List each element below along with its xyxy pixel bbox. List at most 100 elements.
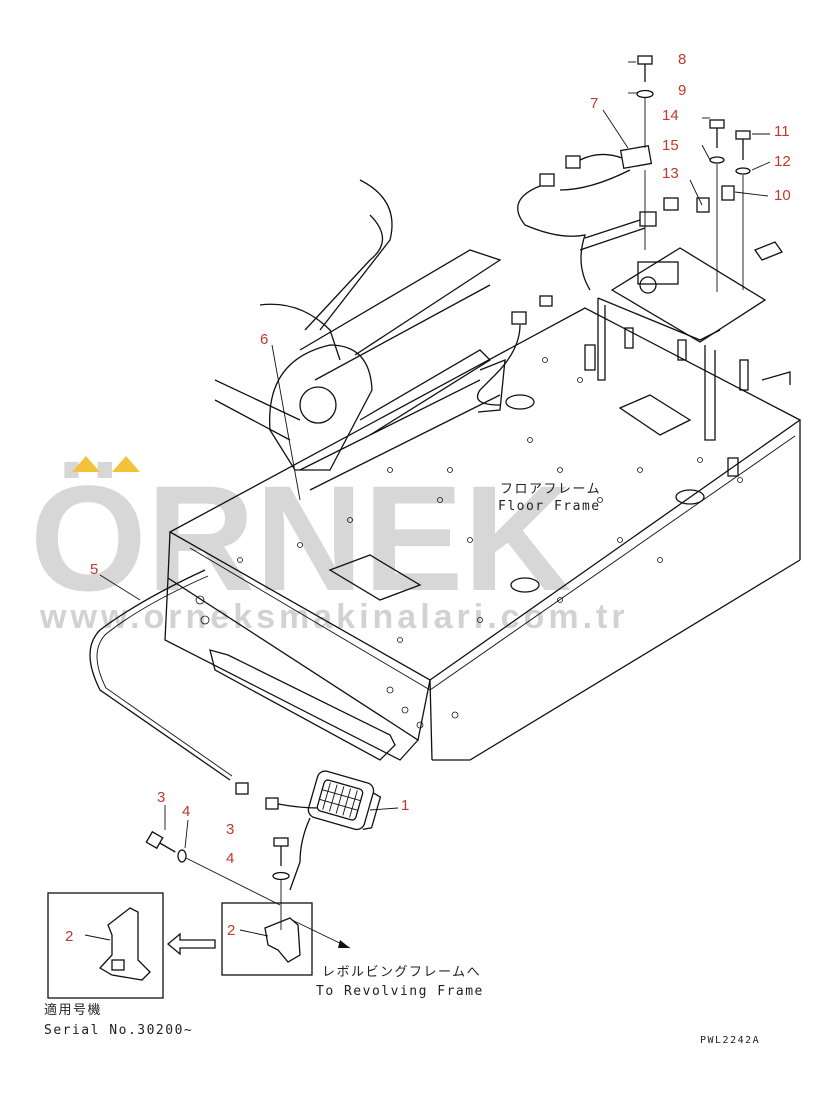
callout-9: 9 <box>678 82 686 99</box>
wire-5 <box>89 569 231 781</box>
harness-plug-e <box>511 311 527 325</box>
bolt-3-side <box>145 830 176 853</box>
floor-frame-corner-edge <box>429 679 433 761</box>
lamp-ground-wire <box>289 817 311 891</box>
floor-opening-front <box>328 554 422 601</box>
washer-9 <box>636 89 654 99</box>
harness-wire-b <box>559 169 631 191</box>
lamp-lead <box>277 803 319 809</box>
callout-3-side: 3 <box>157 789 165 806</box>
bolt-8-head <box>637 55 653 65</box>
washer-15 <box>709 156 725 164</box>
harness-plug-c <box>639 211 657 227</box>
callout-4: 4 <box>226 850 234 867</box>
floor-frame-lower-lip <box>164 577 419 761</box>
harness-plug-d <box>663 197 679 211</box>
washer-12 <box>735 167 751 175</box>
lamp-grille <box>319 782 361 818</box>
annotations: フロアフレーム Floor Frame レボルビングフレームへ To Revol… <box>44 482 759 1046</box>
callout-6: 6 <box>260 331 268 348</box>
callout-11: 11 <box>774 123 790 140</box>
bracket-leg-left <box>597 298 606 381</box>
boom-pin-boss <box>299 386 337 424</box>
bracket-post-a <box>739 359 749 391</box>
callout-3: 3 <box>226 821 234 838</box>
bracket-leg-right <box>704 345 716 441</box>
harness-plug-13 <box>696 197 710 213</box>
bracket-box-new <box>221 902 313 976</box>
boom-outline-c <box>259 303 341 361</box>
rim-line-a <box>189 547 431 691</box>
rim-line-b <box>429 435 796 691</box>
callout-1: 1 <box>401 797 409 814</box>
harness <box>476 144 735 413</box>
boom-arm-mid <box>314 284 491 381</box>
boom-base-lines <box>214 379 301 441</box>
harness-plug-b <box>539 173 555 187</box>
lamp-plug <box>265 797 279 810</box>
boom-outline-b <box>304 214 384 331</box>
bracket-box-old <box>47 892 164 999</box>
lamp-fasteners <box>145 830 290 930</box>
small-block <box>753 241 784 261</box>
floor-frame-right-bottom <box>432 559 801 761</box>
serial-label-en: Serial No.30200~ <box>44 1023 193 1038</box>
frame-skid <box>209 649 396 761</box>
callout-10: 10 <box>774 187 791 204</box>
floor-round-hole-a <box>510 577 540 593</box>
lamp-lens <box>316 779 364 821</box>
callout-14: 14 <box>662 107 679 124</box>
lamp-back <box>362 792 382 831</box>
harness-wire-a <box>579 153 623 161</box>
fasteners-top <box>636 55 751 292</box>
lamp-body <box>307 770 375 831</box>
floor-small-holes <box>195 357 743 729</box>
bolt-11-head <box>735 130 751 140</box>
callout-2-new: 2 <box>227 922 235 939</box>
work-lamp <box>307 770 382 831</box>
harness-twin-wire <box>579 219 646 251</box>
bracket-2-old <box>98 907 151 981</box>
harness-plug-a <box>565 155 581 169</box>
boom-arm-top <box>299 249 502 356</box>
revolving-arrow-head <box>338 940 350 948</box>
relay-box <box>637 261 679 285</box>
bracket-post-b <box>727 457 739 477</box>
washer-4 <box>272 871 290 881</box>
callout-7: 7 <box>590 95 598 112</box>
boom-lower-rails <box>299 379 501 491</box>
floor-opening-rear <box>618 394 692 436</box>
wire-5-inner <box>96 575 233 777</box>
bracket-top-bar <box>597 297 721 341</box>
relay-bracket <box>584 241 791 477</box>
bolt-3-side-guide <box>185 857 281 906</box>
watermark-url: www.orneksmakinalari.com.tr <box>39 598 629 636</box>
watermark-brand: ÖRNEK <box>30 454 572 622</box>
callout-12: 12 <box>774 153 791 170</box>
harness-loop <box>517 185 591 291</box>
boom-bracket <box>214 179 502 491</box>
callout-15: 15 <box>662 137 679 154</box>
bracket-2-old-tab <box>111 959 125 971</box>
floor-frame <box>164 307 802 761</box>
floor-round-hole-c <box>505 394 535 410</box>
bracket-detail <box>47 892 351 999</box>
callout-8: 8 <box>678 51 686 68</box>
callout-2-old: 2 <box>65 928 73 945</box>
callout-13: 13 <box>662 165 679 182</box>
relay-terminal <box>639 276 657 294</box>
bracket-post-e <box>677 339 687 361</box>
watermark-accent-right <box>112 456 140 472</box>
boom-outline-a <box>319 179 393 331</box>
bracket-post-d <box>624 327 634 349</box>
floor-frame-label-jp: フロアフレーム <box>500 482 601 497</box>
harness-connector-7 <box>619 144 653 170</box>
bolt-14-head <box>709 119 725 129</box>
supersede-arrow <box>166 932 216 956</box>
harness-drop-wire <box>476 324 521 406</box>
bracket-2-new <box>264 917 301 963</box>
callout-numbers: 1 2 2 3 3 4 4 5 6 7 8 9 10 11 12 13 14 1… <box>65 51 791 945</box>
wire-5-plug <box>235 782 249 795</box>
